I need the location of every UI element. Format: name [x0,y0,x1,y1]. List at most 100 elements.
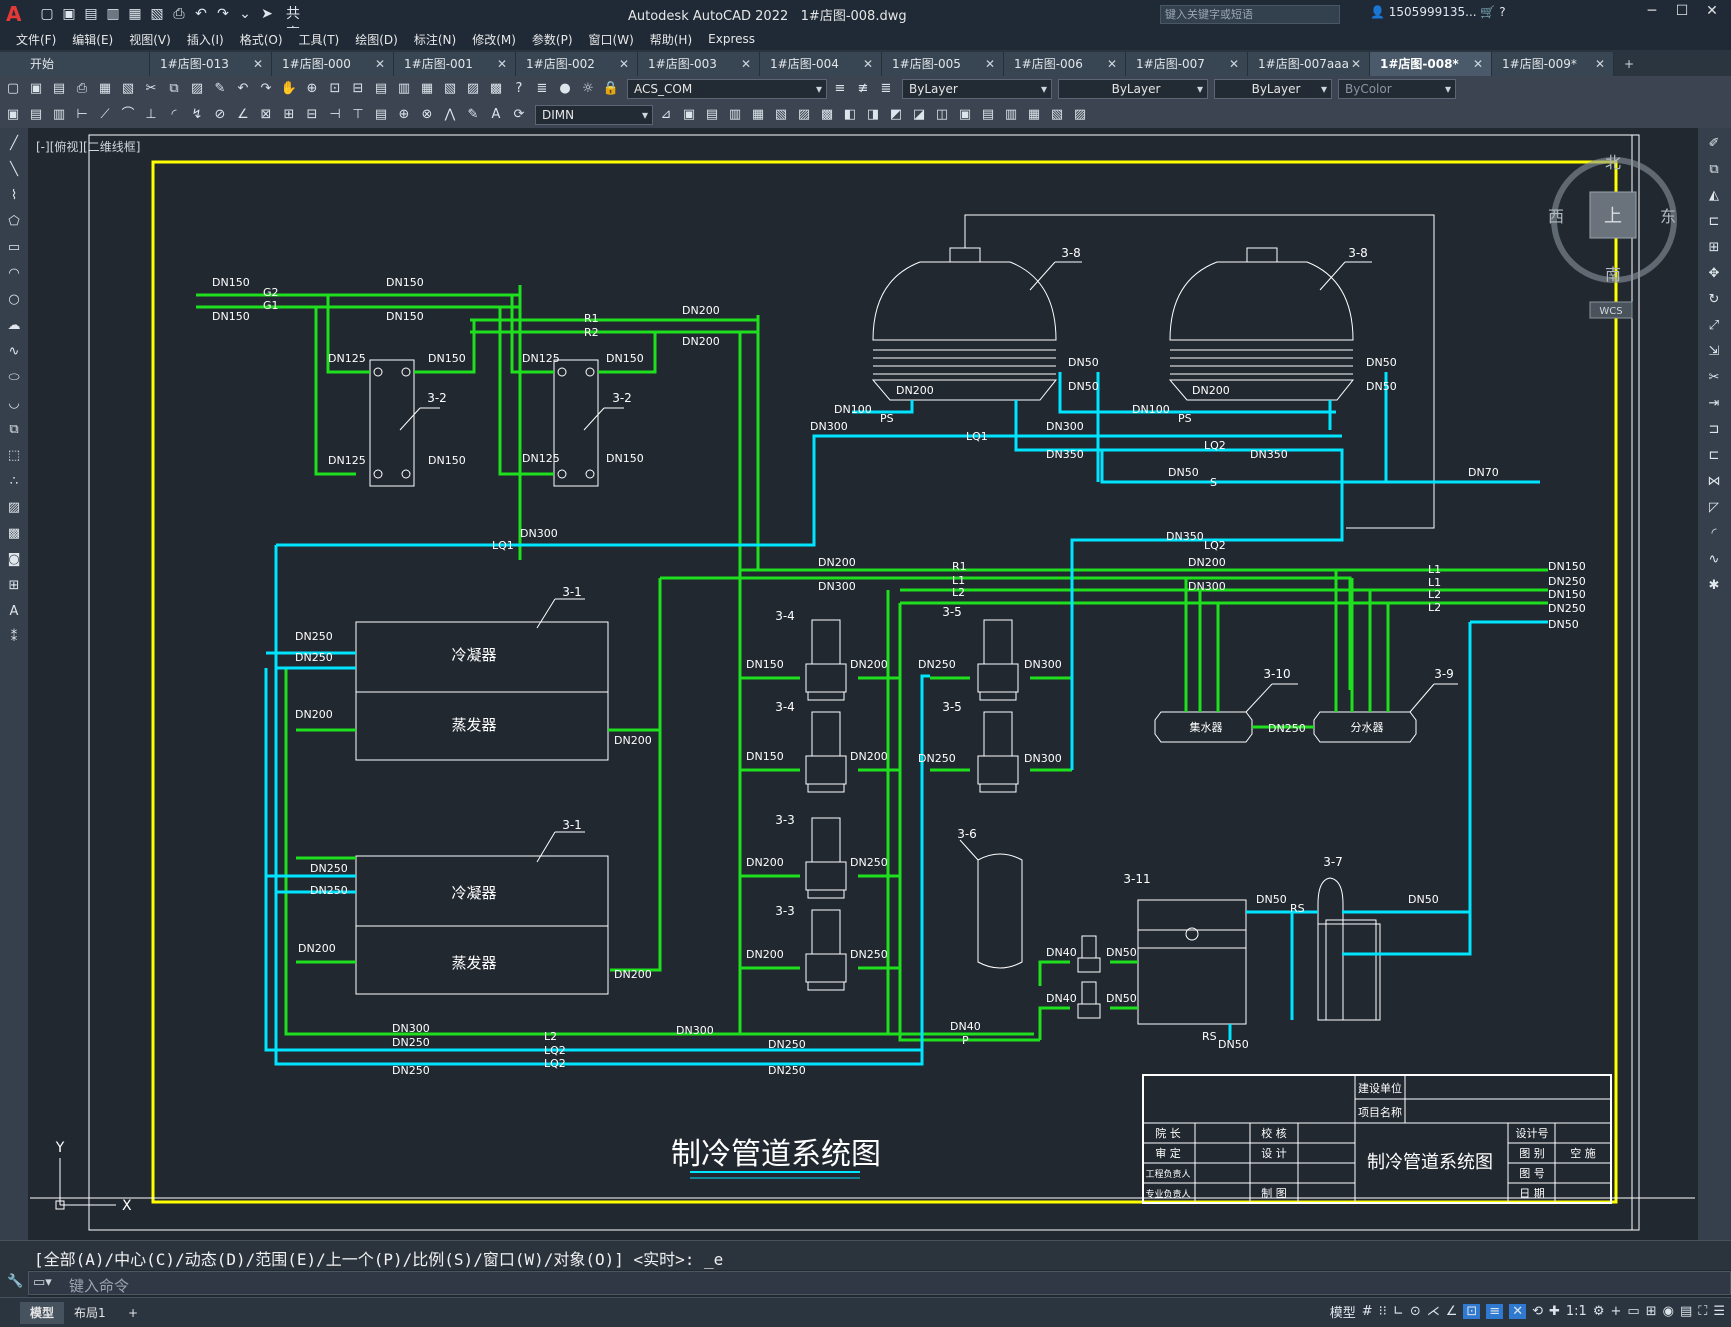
circle-icon[interactable]: ○ [8,292,20,307]
tab-file[interactable]: 1#店图-002✕ [516,52,638,76]
wrench-icon[interactable]: 🔧 [7,1274,24,1289]
layer-current-icon[interactable]: ≡ [834,81,846,96]
menu-help[interactable]: 帮助(H) [649,32,693,47]
close-icon[interactable]: ✕ [618,57,629,71]
menu-format[interactable]: 格式(O) [239,32,283,47]
close-icon[interactable]: ✕ [252,57,263,71]
model-space-button[interactable]: 模型 [1329,1306,1356,1321]
preview-icon[interactable]: ▦ [98,81,112,96]
tab-file[interactable]: 1#店图-004✕ [760,52,882,76]
copy-icon[interactable]: ⧉ [169,81,179,96]
help-icon[interactable]: ? [515,81,523,96]
tool-icon[interactable]: ▧ [774,107,788,122]
revcloud-icon[interactable]: ☁ [7,318,21,333]
menu-insert[interactable]: 插入(I) [186,32,224,47]
open-icon[interactable]: ▣ [62,6,76,22]
menu-window[interactable]: 窗口(W) [588,32,634,47]
sheetset-icon[interactable]: ▧ [443,81,457,96]
tool-icon[interactable]: ◫ [935,107,949,122]
gear-icon[interactable]: ⚙ [1592,1304,1605,1319]
pan-icon[interactable]: ✋ [280,81,298,96]
tool-icon[interactable]: ▤ [29,107,43,122]
close-icon[interactable]: ✕ [984,57,995,71]
viewcube-west[interactable]: 西 [1548,207,1564,226]
grid-icon[interactable]: # [1361,1304,1373,1319]
break-icon[interactable]: ⊏ [1708,448,1720,463]
snap-icon[interactable]: ⁝⁝ [1378,1304,1387,1319]
viewport-label[interactable]: [-][俯视][二维线框] [36,140,141,154]
add-selected-icon[interactable]: ⁑ [10,630,18,645]
blend-icon[interactable]: ∿ [1708,552,1720,567]
viewcube-top[interactable]: 上 [1604,206,1622,227]
gradient-icon[interactable]: ▩ [7,526,21,541]
dim-edit-icon[interactable]: ✎ [467,107,479,122]
undo-icon[interactable]: ↶ [195,6,207,22]
rectangle-icon[interactable]: ▭ [7,240,21,255]
construction-line-icon[interactable]: ╲ [10,162,18,177]
close-icon[interactable]: ✕ [1594,57,1605,71]
tool-icon[interactable]: ◧ [843,107,857,122]
gizmo-icon[interactable]: ✚ [1549,1304,1560,1319]
publish-icon[interactable]: ▧ [121,81,135,96]
region-icon[interactable]: ◙ [7,552,21,567]
close-icon[interactable]: ✕ [496,57,507,71]
new-tab-icon[interactable]: + [1623,57,1635,71]
spline-icon[interactable]: ∿ [8,344,20,359]
minimize-icon[interactable]: ─ [1647,3,1657,19]
redo-icon[interactable]: ↷ [217,6,229,22]
command-prompt-icon[interactable]: ▭▾ [33,1275,52,1290]
tab-file[interactable]: 1#店图-001✕ [394,52,516,76]
layer-icon[interactable]: ≣ [536,81,548,96]
markup-icon[interactable]: ▨ [466,81,480,96]
tab-file[interactable]: 1#店图-006✕ [1004,52,1126,76]
maximize-icon[interactable]: ☐ [1675,3,1689,19]
tab-file[interactable]: 1#店图-009*✕ [1492,52,1614,76]
close-icon[interactable]: ✕ [1106,57,1117,71]
layer-state-icon[interactable]: ≣ [880,81,892,96]
new-icon[interactable]: ▢ [6,81,20,96]
menu-file[interactable]: 文件(F) [16,32,57,47]
dim-aligned-icon[interactable]: ⟋ [100,107,110,122]
make-block-icon[interactable]: ⬚ [7,448,21,463]
tool-icon[interactable]: ▣ [682,107,696,122]
offset-icon[interactable]: ⊏ [1708,214,1720,229]
point-icon[interactable]: ∴ [9,474,19,489]
tool-icon[interactable]: ▤ [705,107,719,122]
mirror-icon[interactable]: ◭ [1709,188,1719,203]
extend-icon[interactable]: ⇥ [1708,396,1720,411]
new-icon[interactable]: ▢ [40,6,54,22]
osnap-icon[interactable]: ⊡ [1463,1304,1481,1319]
jogged-linear-icon[interactable]: ⋀ [444,107,456,122]
menu-icon[interactable]: ☰ [1713,1304,1725,1319]
tab-file[interactable]: 1#店图-000✕ [272,52,394,76]
sun-icon[interactable]: ☼ [582,81,594,96]
close-icon[interactable]: ✕ [374,57,385,71]
viewcube-south[interactable]: 南 [1605,265,1621,284]
calc-icon[interactable]: ▩ [489,81,503,96]
trim-icon[interactable]: ✂ [1708,370,1720,385]
transparency-icon[interactable]: ✕ [1509,1304,1527,1319]
autocad-logo-icon[interactable]: A [6,2,22,26]
zoom-prev-icon[interactable]: ⊟ [352,81,364,96]
menu-draw[interactable]: 绘图(D) [355,32,398,47]
plus-icon[interactable]: + [1610,1304,1622,1319]
tab-file[interactable]: 1#店图-007aaa✕ [1248,52,1370,76]
dim-angle-icon[interactable]: ∠ [237,107,249,122]
tool-icon[interactable]: ▩ [820,107,834,122]
stretch-icon[interactable]: ⇲ [1708,344,1720,359]
print-icon[interactable]: ⎙ [173,6,185,22]
polyline-icon[interactable]: ⌇ [10,188,18,203]
palettes-icon[interactable]: ▦ [420,81,434,96]
ellipse-icon[interactable]: ⬭ [8,370,20,385]
isodraft-icon[interactable]: ⋌ [1426,1304,1440,1319]
rotate-icon[interactable]: ↻ [1708,292,1720,307]
dim-update-icon[interactable]: ⟳ [513,107,525,122]
dim-diameter-icon[interactable]: ⊘ [214,107,226,122]
add-layout-icon[interactable]: + [128,1306,139,1320]
zoom-icon[interactable]: ⊕ [306,81,318,96]
copy-obj-icon[interactable]: ⧉ [1709,162,1719,177]
dim-break-icon[interactable]: ⊤ [352,107,364,122]
close-icon[interactable]: ✕ [1706,3,1718,19]
designcenter-icon[interactable]: ▥ [397,81,411,96]
cut-icon[interactable]: ✂ [145,81,157,96]
